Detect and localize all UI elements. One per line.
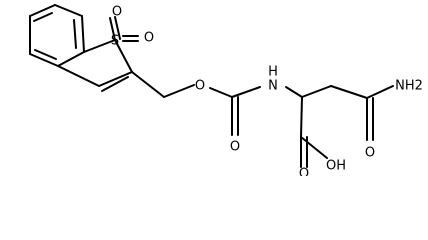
bond [301, 85, 332, 98]
bond [330, 85, 368, 99]
carbamate-carbonyl-oxygen-label: O [230, 140, 240, 155]
bond [57, 51, 85, 67]
bond [81, 15, 85, 53]
bond [29, 53, 59, 67]
sulfonyl-oxygen-top-label: O [112, 5, 122, 20]
bond [163, 84, 195, 98]
carboxyl-oxygen-label: O [299, 167, 309, 177]
bond [114, 16, 121, 40]
bond [33, 12, 53, 22]
amide-hydrogen-label: H [268, 65, 278, 80]
amide-nitrogen-label: N [268, 79, 278, 94]
side-chain [131, 71, 394, 168]
amide-carbonyl-oxygen-label: O [365, 146, 375, 161]
sulfonyl-oxygen-right-label: O [144, 31, 154, 46]
sulfur-label: S [111, 34, 119, 49]
bond [57, 65, 100, 87]
bond [109, 17, 116, 41]
bond [29, 4, 56, 17]
bond [34, 49, 57, 60]
bond [83, 39, 116, 53]
amine-label: NH2 [395, 79, 423, 94]
sulfone-ring [57, 16, 139, 92]
bond [131, 71, 165, 98]
bond [73, 19, 77, 49]
bond [300, 136, 328, 159]
bond [98, 71, 133, 87]
atom-labels: S O O O N H O O NH2 OH O [111, 5, 423, 177]
benzene-ring [29, 4, 85, 67]
bond [101, 76, 129, 92]
bond [209, 87, 233, 98]
molecule-diagram: S O O O N H O O NH2 OH O [29, 4, 423, 177]
structure-svg: S O O O N H O O NH2 OH O [29, 4, 423, 177]
bond [114, 39, 133, 73]
ester-oxygen-label: O [195, 79, 205, 94]
bond [231, 86, 261, 98]
bond [300, 96, 303, 138]
bond [285, 86, 303, 98]
bond [54, 4, 83, 17]
hydroxyl-label: OH [326, 159, 346, 174]
bond [366, 85, 394, 99]
